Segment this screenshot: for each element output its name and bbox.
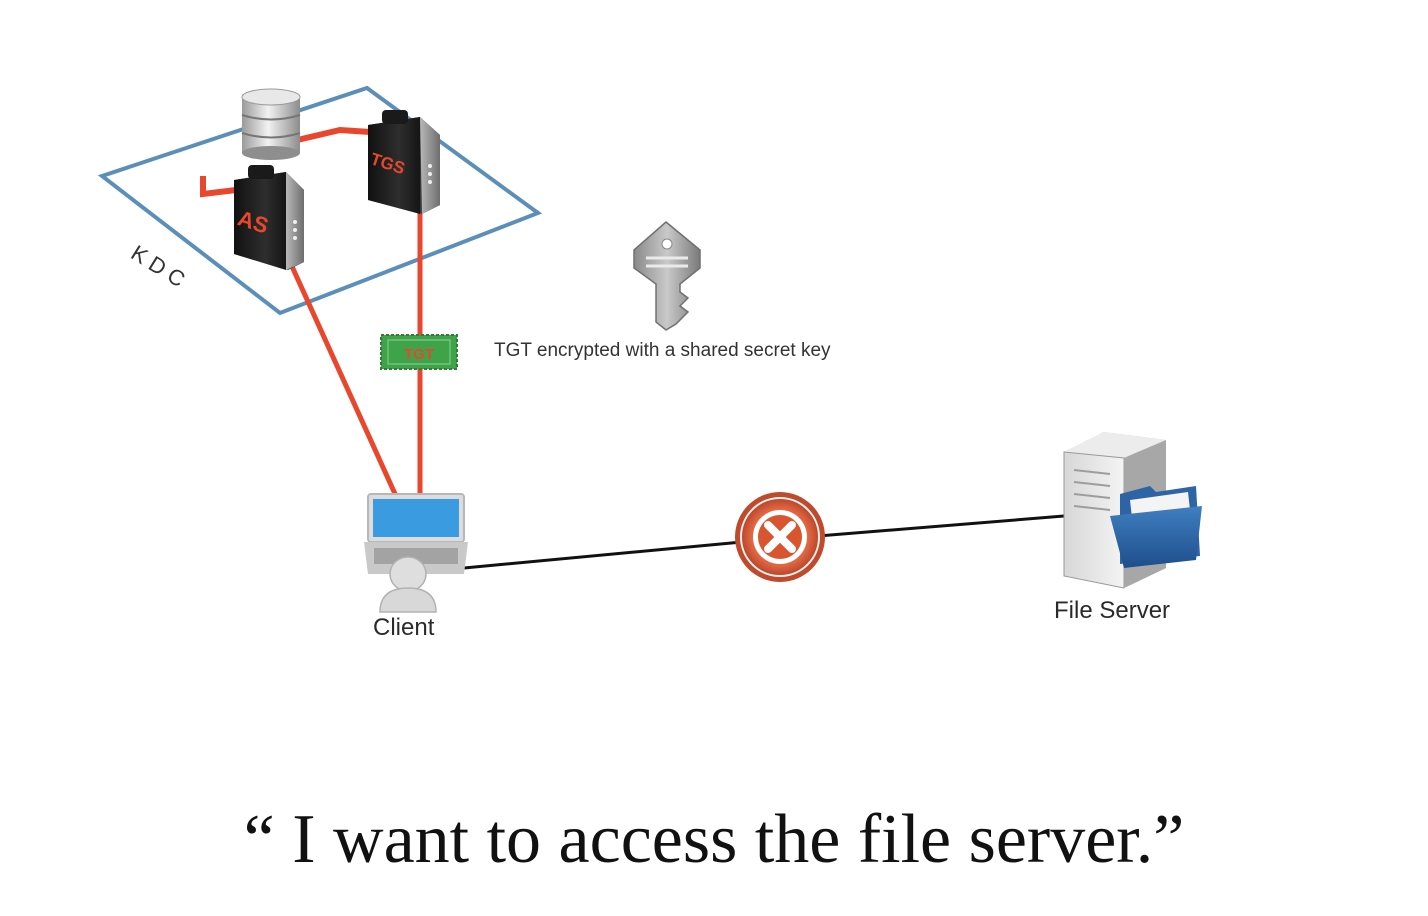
as-client-link [287, 260, 399, 498]
tgt-ticket-label: TGT [404, 346, 434, 363]
client-label: Client [373, 614, 435, 641]
client-blocked-link [463, 540, 743, 570]
tgt-ticket-icon: TGT [380, 334, 458, 370]
file-server-label: File Server [1054, 597, 1171, 624]
user-icon [379, 556, 437, 613]
key-icon [633, 221, 701, 331]
blocked-icon [735, 492, 825, 582]
database-icon [241, 88, 301, 160]
as-server-icon: AS [234, 165, 304, 270]
blocked-server-link [817, 514, 1065, 538]
folder-icon [1110, 486, 1202, 568]
caption: “ I want to access the file server.” [243, 801, 1185, 878]
tgs-server-icon: TGS [368, 110, 440, 214]
key-note: TGT encrypted with a shared secret key [494, 340, 831, 361]
laptop-icon [364, 493, 468, 574]
kdc-internal-link [200, 176, 237, 198]
